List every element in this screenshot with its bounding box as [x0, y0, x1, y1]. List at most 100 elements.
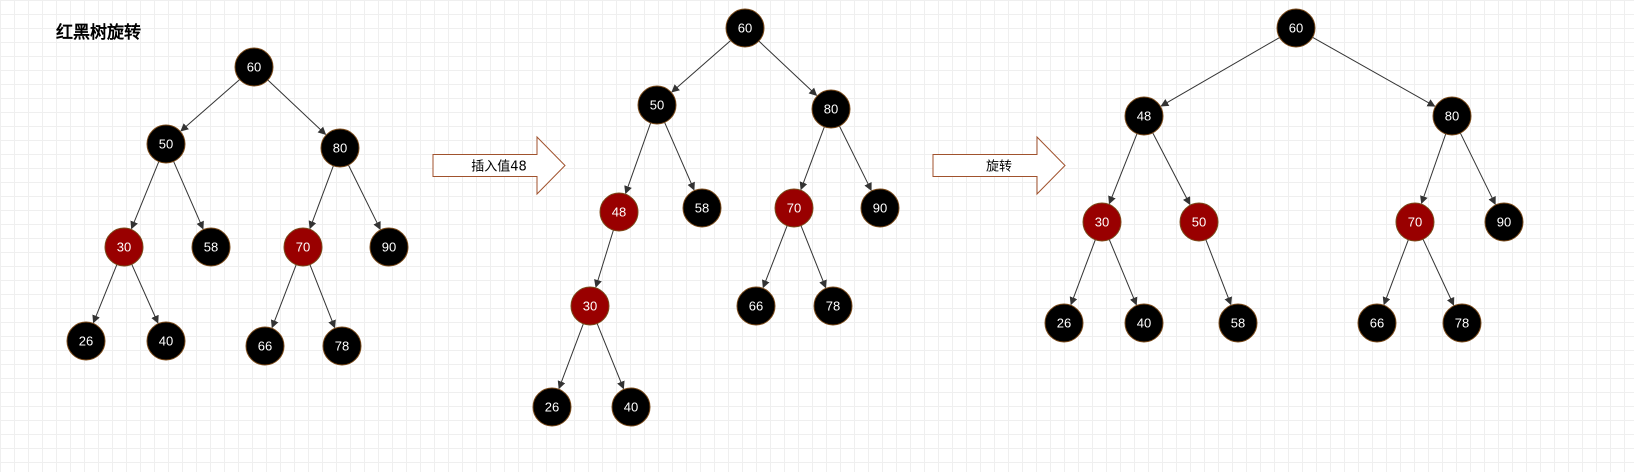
node-label: 90 — [382, 240, 396, 255]
node-label: 58 — [695, 201, 709, 216]
tree-edge — [1160, 37, 1280, 107]
arrow-label: 旋转 — [986, 160, 1012, 175]
tree-edge — [594, 230, 614, 288]
tree-edge — [596, 323, 625, 390]
tree-edge — [92, 264, 118, 324]
tree-edge — [557, 323, 584, 390]
node-circle — [146, 124, 186, 164]
block-arrow-shape — [932, 135, 1066, 196]
tree-edge — [1069, 239, 1096, 306]
tree-node-50: 50 — [637, 85, 677, 125]
node-circle — [736, 286, 776, 326]
node-circle — [682, 188, 722, 228]
tree-node-40: 40 — [146, 321, 186, 361]
tree-node-40: 40 — [611, 387, 651, 427]
node-label: 48 — [612, 205, 626, 220]
node-circle — [532, 387, 572, 427]
tree-node-80: 80 — [1432, 96, 1472, 136]
node-label: 78 — [335, 339, 349, 354]
node-label: 60 — [1289, 21, 1303, 36]
node-label: 66 — [258, 339, 272, 354]
node-label: 40 — [624, 400, 638, 415]
node-circle — [322, 326, 362, 366]
node-label: 78 — [826, 299, 840, 314]
tree-node-58: 58 — [682, 188, 722, 228]
node-circle — [1357, 303, 1397, 343]
tree-node-58: 58 — [191, 227, 231, 267]
node-circle — [146, 321, 186, 361]
node-circle — [1044, 303, 1084, 343]
tree-node-66: 66 — [1357, 303, 1397, 343]
node-label: 48 — [1137, 109, 1151, 124]
tree-edge — [173, 161, 204, 230]
node-label: 90 — [1497, 215, 1511, 230]
node-circle — [611, 387, 651, 427]
node-label: 80 — [824, 102, 838, 117]
block-arrow-shape — [432, 135, 566, 196]
node-circle — [599, 192, 639, 232]
tree-node-26: 26 — [66, 321, 106, 361]
diagram-title: 红黑树旋转 — [56, 23, 141, 43]
tree-edge — [1459, 132, 1496, 205]
tree-node-90: 90 — [860, 188, 900, 228]
arrow-label: 插入值48 — [471, 159, 527, 175]
node-circle — [234, 47, 274, 87]
tree-node-30: 30 — [570, 286, 610, 326]
node-circle — [1484, 202, 1524, 242]
node-label: 30 — [583, 299, 597, 314]
tree-edge — [131, 264, 159, 324]
tree-edge — [1205, 239, 1233, 306]
node-label: 40 — [159, 334, 173, 349]
tree-node-80: 80 — [811, 89, 851, 129]
node-circle — [860, 188, 900, 228]
node-circle — [283, 227, 323, 267]
node-circle — [1442, 303, 1482, 343]
tree-edge — [1108, 239, 1138, 306]
tree-node-26: 26 — [532, 387, 572, 427]
tree-edge — [1420, 133, 1447, 205]
node-circle — [1082, 202, 1122, 242]
node-circle — [725, 8, 765, 48]
node-label: 70 — [1408, 215, 1422, 230]
node-circle — [1395, 202, 1435, 242]
node-label: 26 — [79, 334, 93, 349]
step-arrow-2: 旋转 — [932, 135, 1066, 196]
tree-node-30: 30 — [1082, 202, 1122, 242]
tree-node-90: 90 — [369, 227, 409, 267]
node-label: 50 — [159, 137, 173, 152]
node-label: 50 — [1192, 215, 1206, 230]
tree-edge — [664, 122, 695, 191]
node-circle — [774, 188, 814, 228]
node-label: 66 — [749, 299, 763, 314]
tree-node-80: 80 — [320, 128, 360, 168]
node-label: 90 — [873, 201, 887, 216]
tree-edge — [1108, 133, 1138, 205]
tree-edge — [130, 161, 160, 230]
tree-node-60: 60 — [725, 8, 765, 48]
node-label: 70 — [787, 201, 801, 216]
node-label: 26 — [1057, 316, 1071, 331]
tree-node-90: 90 — [1484, 202, 1524, 242]
node-circle — [1218, 303, 1258, 343]
node-circle — [320, 128, 360, 168]
node-circle — [570, 286, 610, 326]
tree-edge — [270, 264, 297, 329]
tree-edge — [838, 125, 872, 191]
node-label: 26 — [545, 400, 559, 415]
tree-edge — [347, 164, 381, 230]
node-circle — [637, 85, 677, 125]
node-circle — [245, 326, 285, 366]
tree-edge — [800, 225, 827, 289]
tree-edge — [308, 165, 334, 230]
tree-edge — [758, 40, 818, 96]
tree-edge — [1422, 239, 1455, 306]
node-circle — [811, 89, 851, 129]
node-label: 80 — [333, 141, 347, 156]
node-circle — [104, 227, 144, 267]
node-label: 80 — [1445, 109, 1459, 124]
tree-node-60: 60 — [1276, 8, 1316, 48]
tree-node-30: 30 — [104, 227, 144, 267]
node-label: 58 — [1231, 316, 1245, 331]
tree-edge — [180, 79, 241, 132]
